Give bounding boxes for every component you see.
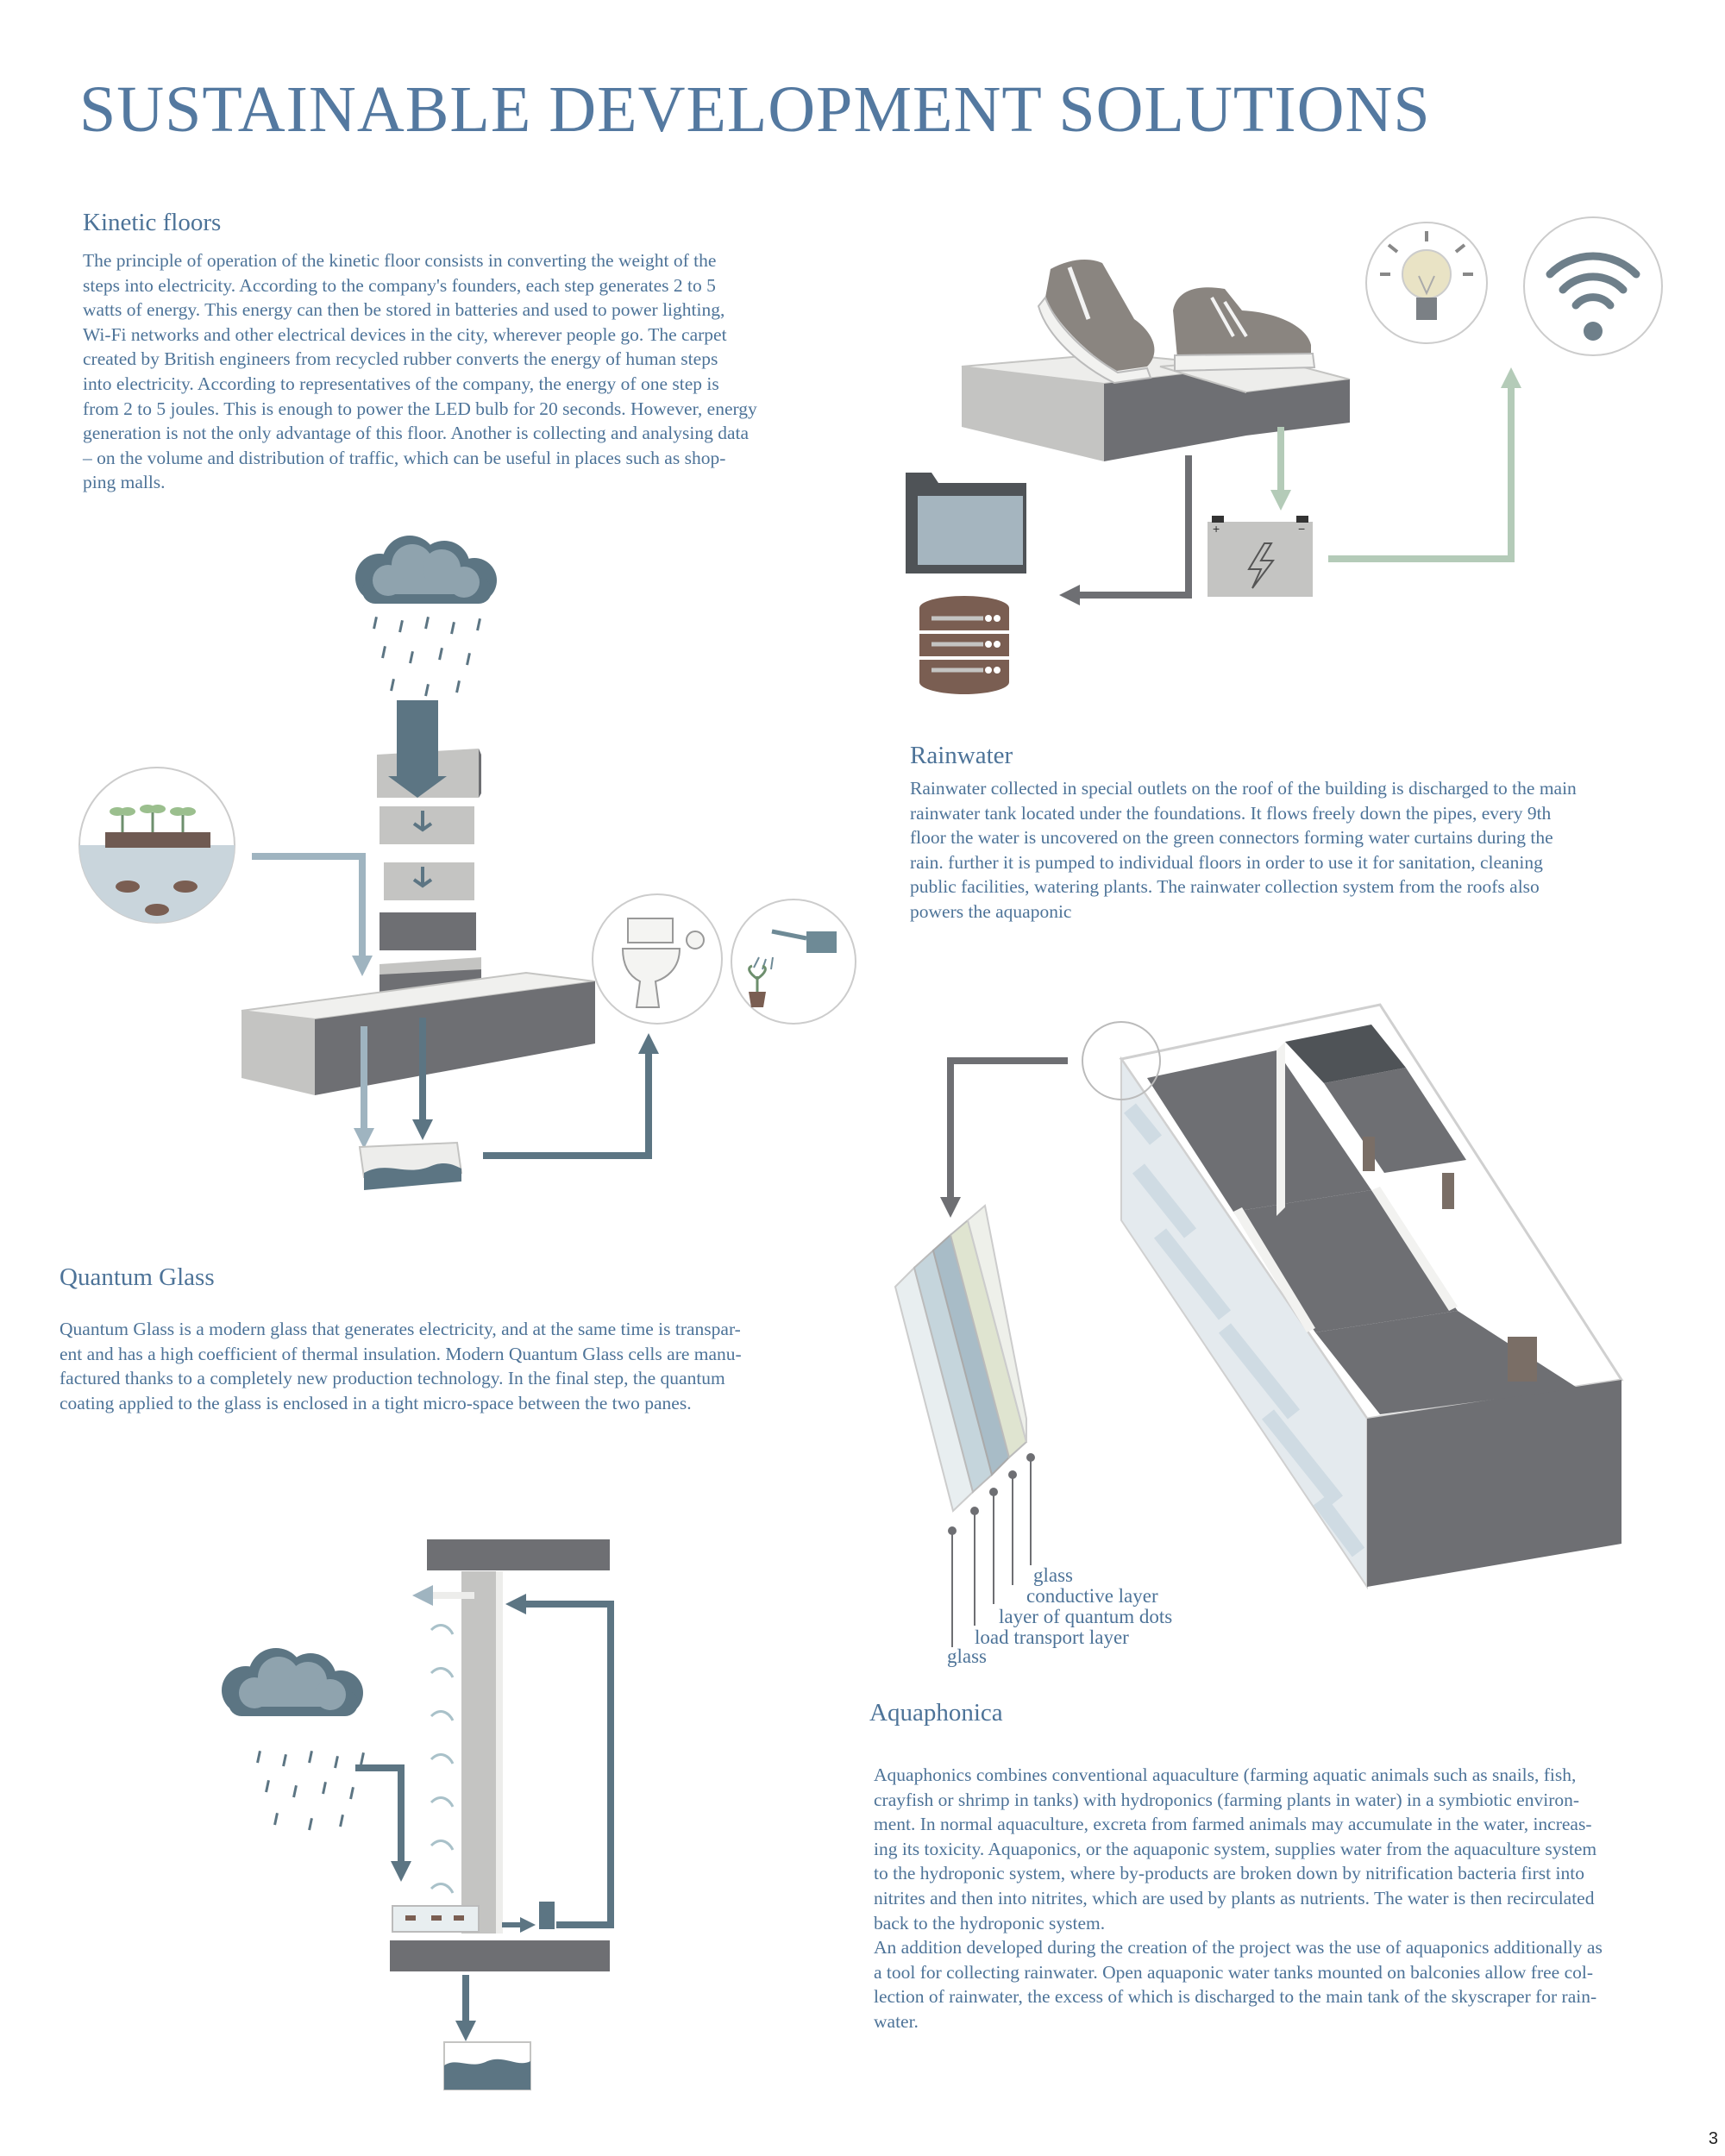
text-line: Quantum Glass is a modern glass that gen… <box>60 1319 741 1339</box>
kinetic-floors-heading: Kinetic floors <box>83 209 222 236</box>
text-line: powers the aquaponic <box>910 900 1072 922</box>
wifi-icon <box>1523 216 1663 356</box>
text-line: – on the volume and distribution of traf… <box>83 447 726 468</box>
text-line: to the hydroponic system, where by-produ… <box>874 1863 1584 1884</box>
glass-layers-icon <box>894 1204 1028 1513</box>
text-line: nitrites and then into nitrites, which a… <box>874 1887 1595 1908</box>
rainwater-diagram <box>78 536 856 1190</box>
sneaker-icon <box>1037 259 1155 385</box>
aquaponic-tank-icon <box>78 767 235 924</box>
aquaphonica-text: Aquaphonics combines conventional aquacu… <box>874 1763 1603 2034</box>
text-line: Rainwater collected in special outlets o… <box>910 778 1577 799</box>
svg-text:−: − <box>1298 522 1305 536</box>
page-number: 3 <box>1708 2129 1718 2148</box>
text-line: The principle of operation of the kineti… <box>83 250 717 271</box>
text-line: rainwater tank located under the foundat… <box>910 802 1552 824</box>
text-line: generation is not the only advantage of … <box>83 423 750 444</box>
battery-icon: + − <box>1208 516 1313 597</box>
rainwater-text: Rainwater collected in special outlets o… <box>910 776 1577 924</box>
quantum-glass-heading: Quantum Glass <box>60 1263 215 1291</box>
text-line: water. <box>874 2010 919 2032</box>
toilet-icon <box>592 893 723 1025</box>
text-line: into electricity. According to represent… <box>83 373 719 394</box>
text-line: public facilities, watering plants. The … <box>910 876 1540 898</box>
quantum-glass-text: Quantum Glass is a modern glass that gen… <box>60 1317 742 1415</box>
glass-layer-label: conductive layer <box>1026 1585 1158 1607</box>
text-line: An addition developed during the creatio… <box>874 1937 1603 1959</box>
aquaponic-balcony-diagram <box>222 1539 614 2090</box>
kinetic-floor-diagram: + − <box>906 216 1663 694</box>
text-line: Wi-Fi networks and other electrical devi… <box>83 323 727 345</box>
page-title: SUSTAINABLE DEVELOPMENT SOLUTIONS <box>79 73 1431 146</box>
watering-can-icon <box>731 899 856 1025</box>
text-line: ment. In normal aquaculture, excreta fro… <box>874 1814 1592 1835</box>
text-line: created by British engineers from recycl… <box>83 348 718 370</box>
glass-layer-label: load transport layer <box>975 1626 1129 1648</box>
aquaphonica-heading: Aquaphonica <box>869 1699 1003 1727</box>
rain-cloud-icon <box>222 1648 365 1831</box>
text-line: Aquaphonics combines conventional aquacu… <box>874 1764 1577 1785</box>
sneaker-icon <box>1173 287 1316 373</box>
light-bulb-icon <box>1365 222 1488 344</box>
glass-layer-label: glass <box>947 1645 987 1667</box>
svg-text:+: + <box>1213 522 1220 536</box>
rain-cloud-icon <box>355 536 497 697</box>
text-line: steps into electricity. According to the… <box>83 274 716 296</box>
text-line: from 2 to 5 joules. This is enough to po… <box>83 398 757 419</box>
text-line: ping malls. <box>83 472 166 493</box>
text-line: rain. further it is pumped to individual… <box>910 851 1543 873</box>
kinetic-floors-text: The principle of operation of the kineti… <box>83 248 757 495</box>
text-line: back to the hydroponic system. <box>874 1912 1106 1934</box>
building-section-diagram: glass conductive layer layer of quantum … <box>894 1003 1624 1667</box>
glass-layer-label: glass <box>1033 1564 1073 1586</box>
text-line: coating applied to the glass is enclosed… <box>60 1392 692 1413</box>
database-icon <box>919 596 1009 694</box>
text-line: ent and has a high coefficient of therma… <box>60 1343 742 1364</box>
glass-layer-label: layer of quantum dots <box>999 1606 1172 1627</box>
folder-icon <box>906 473 1026 573</box>
text-line: ing its toxicity. Aquaponics, or the aqu… <box>874 1838 1597 1859</box>
text-line: factured thanks to a completely new prod… <box>60 1368 725 1389</box>
text-line: floor the water is uncovered on the gree… <box>910 827 1553 849</box>
text-line: watts of energy. This energy can then be… <box>83 299 725 321</box>
text-line: a tool for collecting rainwater. Open aq… <box>874 1961 1594 1983</box>
text-line: lection of rainwater, the excess of whic… <box>874 1986 1597 2008</box>
rainwater-heading: Rainwater <box>910 742 1013 769</box>
text-line: crayfish or shrimp in tanks) with hydrop… <box>874 1789 1580 1810</box>
